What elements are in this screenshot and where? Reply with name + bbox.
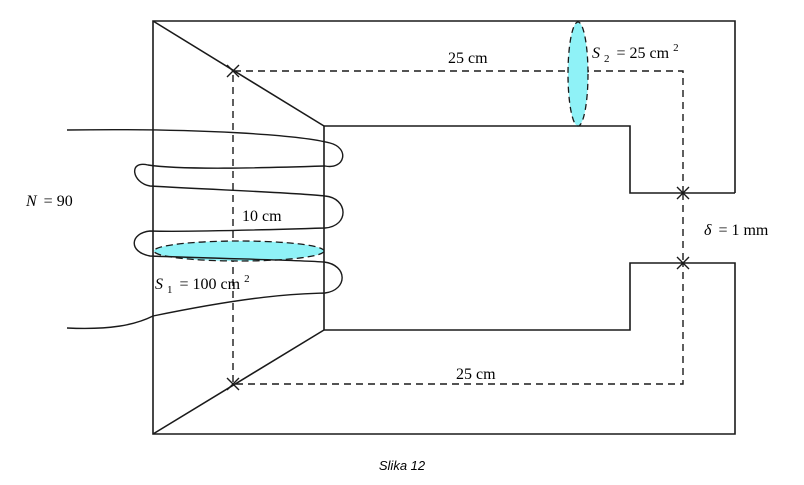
mean-path-dashed [232, 70, 684, 385]
label-s1: S 1 = 100 cm 2 [155, 273, 250, 297]
coil-winding [66, 128, 344, 330]
label-s1-var: S [155, 276, 163, 293]
figure-caption: Slika 12 [379, 458, 426, 473]
label-s2-exp: 2 [673, 42, 679, 54]
label-s2: S 2 = 25 cm 2 [592, 42, 679, 66]
label-gap-value: = 1 mm [718, 222, 768, 239]
cross-mark-top-left [226, 64, 240, 78]
label-s2-var: S [592, 45, 600, 62]
label-turns-value: = 90 [44, 193, 73, 210]
cross-section-s2 [567, 21, 589, 127]
label-s1-sub: 1 [167, 284, 173, 296]
label-s2-value: = 25 cm [617, 45, 670, 62]
taper-line-lower [152, 329, 325, 435]
path-node-marks [226, 64, 690, 391]
label-turns: N = 90 [25, 193, 73, 210]
label-s1-value: = 100 cm [180, 276, 241, 293]
taper-line-upper [152, 20, 325, 127]
label-bottom-length: 25 cm [456, 366, 496, 383]
label-s1-exp: 2 [244, 273, 250, 285]
label-gap-var: δ [704, 222, 712, 239]
cross-mark-gap-lower [676, 256, 690, 270]
label-s2-sub: 2 [604, 53, 610, 65]
label-air-gap: δ = 1 mm [704, 222, 769, 239]
label-top-length: 25 cm [448, 50, 488, 67]
core-outer-outline [152, 20, 736, 435]
cross-section-s1 [153, 240, 325, 262]
label-left-length: 10 cm [242, 208, 282, 225]
label-turns-var: N [25, 193, 38, 210]
cross-mark-gap-upper [676, 186, 690, 200]
core-inner-outline-upper [323, 125, 683, 331]
cross-mark-bottom-left [226, 377, 240, 391]
